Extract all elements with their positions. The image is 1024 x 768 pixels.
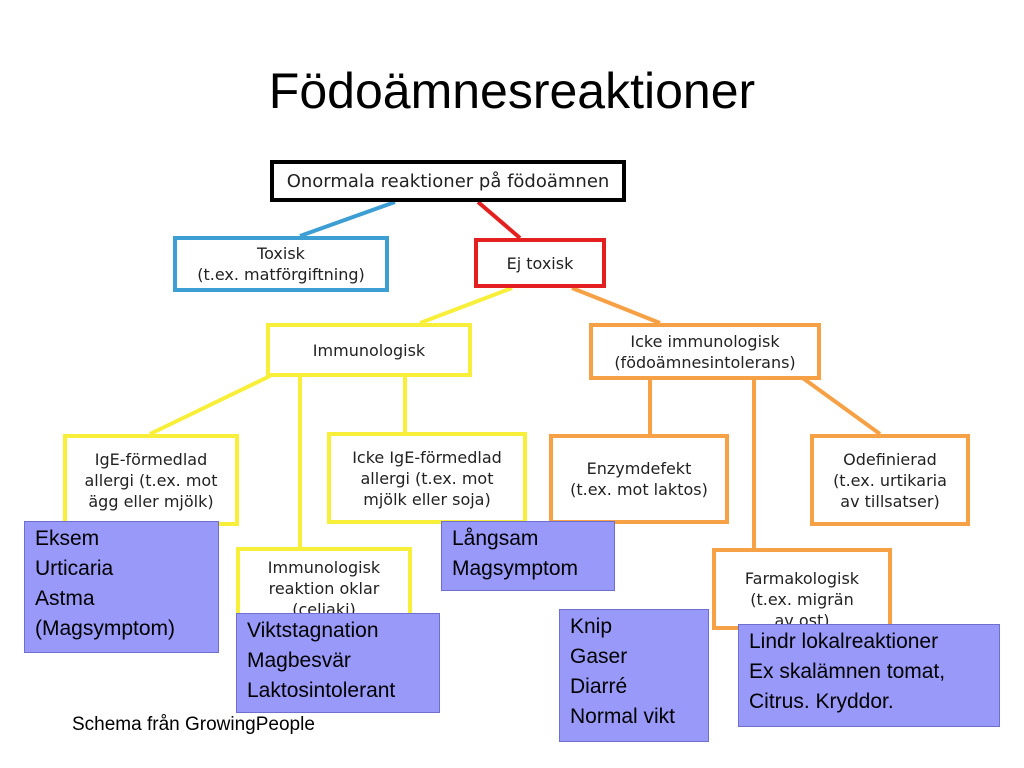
node-icke-ige-formedlad: Icke IgE-förmedlad allergi (t.ex. mot mj… <box>327 432 527 524</box>
node-ej-toxisk: Ej toxisk <box>474 238 606 288</box>
connector-ejtoxisk-ickeimmunologisk <box>571 286 661 325</box>
note-line: Citrus. Kryddor. <box>749 690 894 713</box>
note-line: Gaser <box>570 645 628 668</box>
note-line: Urticaria <box>35 557 114 580</box>
node-farmakologisk: Farmakologisk (t.ex. migrän av ost) <box>712 548 892 630</box>
note-line: Eksem <box>35 527 100 550</box>
symptom-note-ige: Eksem Urticaria Astma (Magsymptom) <box>24 521 219 653</box>
note-line: Långsam <box>452 527 539 550</box>
symptom-note-immunologisk-oklar: Viktstagnation Magbesvär Laktosintoleran… <box>236 613 440 713</box>
node-enzymdefekt: Enzymdefekt (t.ex. mot laktos) <box>549 434 729 524</box>
note-line: Viktstagnation <box>247 619 379 642</box>
node-toxisk: Toxisk (t.ex. matförgiftning) <box>173 236 389 292</box>
source-caption: Schema från GrowingPeople <box>72 714 315 735</box>
node-immunologisk-oklar: Immunologisk reaktion oklar (celiaki) <box>236 547 412 625</box>
connector-ickeimm-odef <box>798 374 882 436</box>
note-line: Magbesvär <box>247 649 351 672</box>
symptom-note-icke-ige: Långsam Magsymptom <box>441 521 615 591</box>
note-line: Magsymptom <box>452 557 579 580</box>
connector-root-ejtoxisk <box>476 200 522 240</box>
node-odefinierad: Odefinierad (t.ex. urtikaria av tillsats… <box>810 434 970 526</box>
note-line: Lindr lokalreaktioner <box>749 630 939 653</box>
note-line: Diarré <box>570 675 628 698</box>
note-line: Knip <box>570 615 613 638</box>
connector-root-toxisk <box>299 200 396 238</box>
connector-ejtoxisk-immunologisk <box>419 286 513 325</box>
note-line: Ex skalämnen tomat, <box>749 660 946 683</box>
symptom-note-farmakologisk: Lindr lokalreaktioner Ex skalämnen tomat… <box>738 624 1000 727</box>
symptom-note-enzymdefekt: Knip Gaser Diarré Normal vikt <box>559 609 709 742</box>
note-line: (Magsymptom) <box>35 617 176 640</box>
node-icke-immunologisk: Icke immunologisk (födoämnesintolerans) <box>589 323 821 380</box>
note-line: Astma <box>35 587 95 610</box>
page-title: Födoämnesreaktioner <box>268 63 756 119</box>
note-line: Laktosintolerant <box>247 679 396 702</box>
node-root: Onormala reaktioner på födoämnen <box>270 160 626 202</box>
node-ige-formedlad: IgE-förmedlad allergi (t.ex. mot ägg ell… <box>63 434 239 526</box>
node-immunologisk: Immunologisk <box>266 323 472 377</box>
connector-imm-ige <box>149 374 271 436</box>
note-line: Normal vikt <box>570 705 676 728</box>
